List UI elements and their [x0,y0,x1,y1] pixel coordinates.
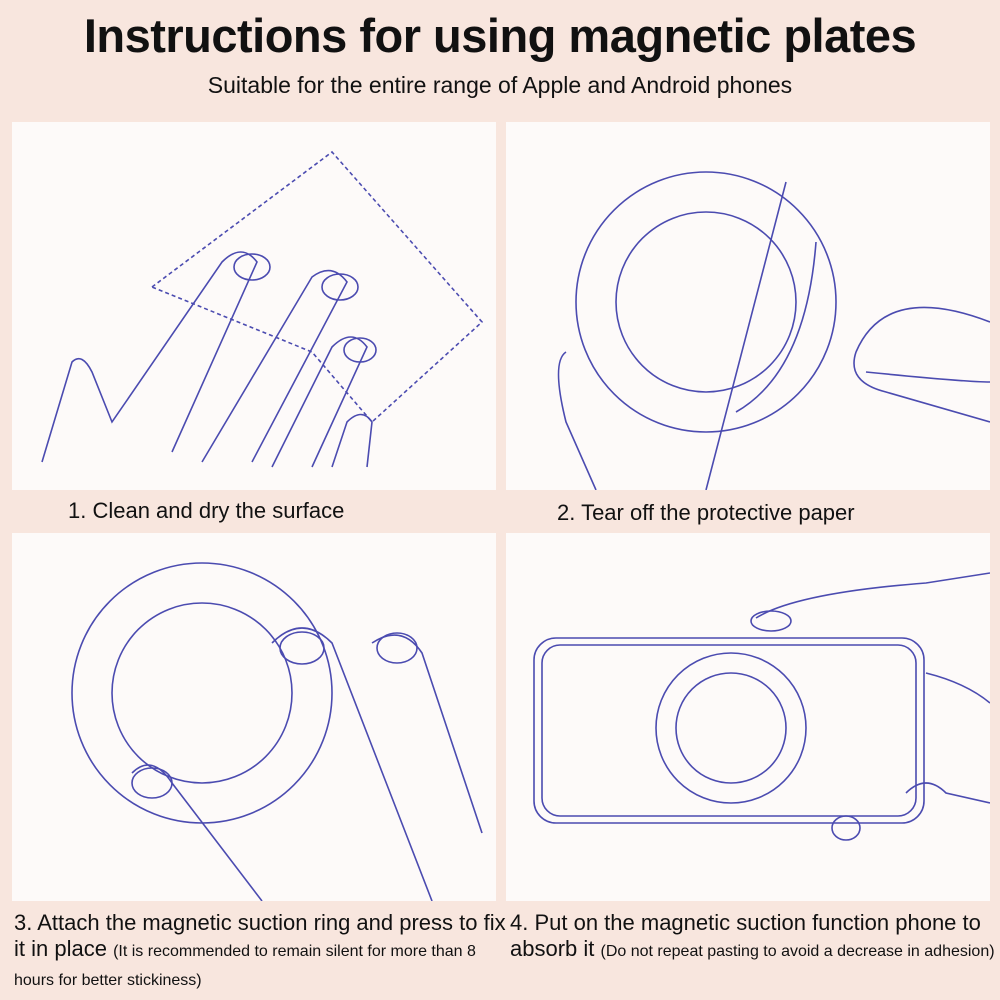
hand-icon [131,627,483,901]
step2-caption: 2. Tear off the protective paper [557,500,855,525]
step4-illustration [506,533,990,901]
step3-caption-main: 3. Attach the magnetic suction ring and … [14,910,506,961]
ring-icon [575,171,837,433]
step4-caption-note: (Do not repeat pasting to avoid a decrea… [600,943,995,960]
hand-icon [755,572,990,804]
phone-icon [533,637,925,824]
page-title: Instructions for using magnetic plates [83,9,917,62]
hand-icon [557,306,990,490]
step3-caption-note: (It is recommended to remain silent for … [14,943,476,989]
step4-caption: 4. Put on the magnetic suction function … [510,910,1000,965]
hand-icon [41,251,373,468]
step4-caption-main: 4. Put on the magnetic suction function … [510,910,981,961]
step3-illustration [12,533,496,901]
cloth-icon [150,150,484,424]
step1-illustration [12,122,496,490]
step3-caption: 3. Attach the magnetic suction ring and … [14,910,514,994]
ring-icon [71,562,333,824]
ring-icon [655,652,807,804]
page-subtitle: Suitable for the entire range of Apple a… [207,72,793,98]
step1-caption: 1. Clean and dry the surface [68,498,345,523]
step2-illustration [506,122,990,490]
